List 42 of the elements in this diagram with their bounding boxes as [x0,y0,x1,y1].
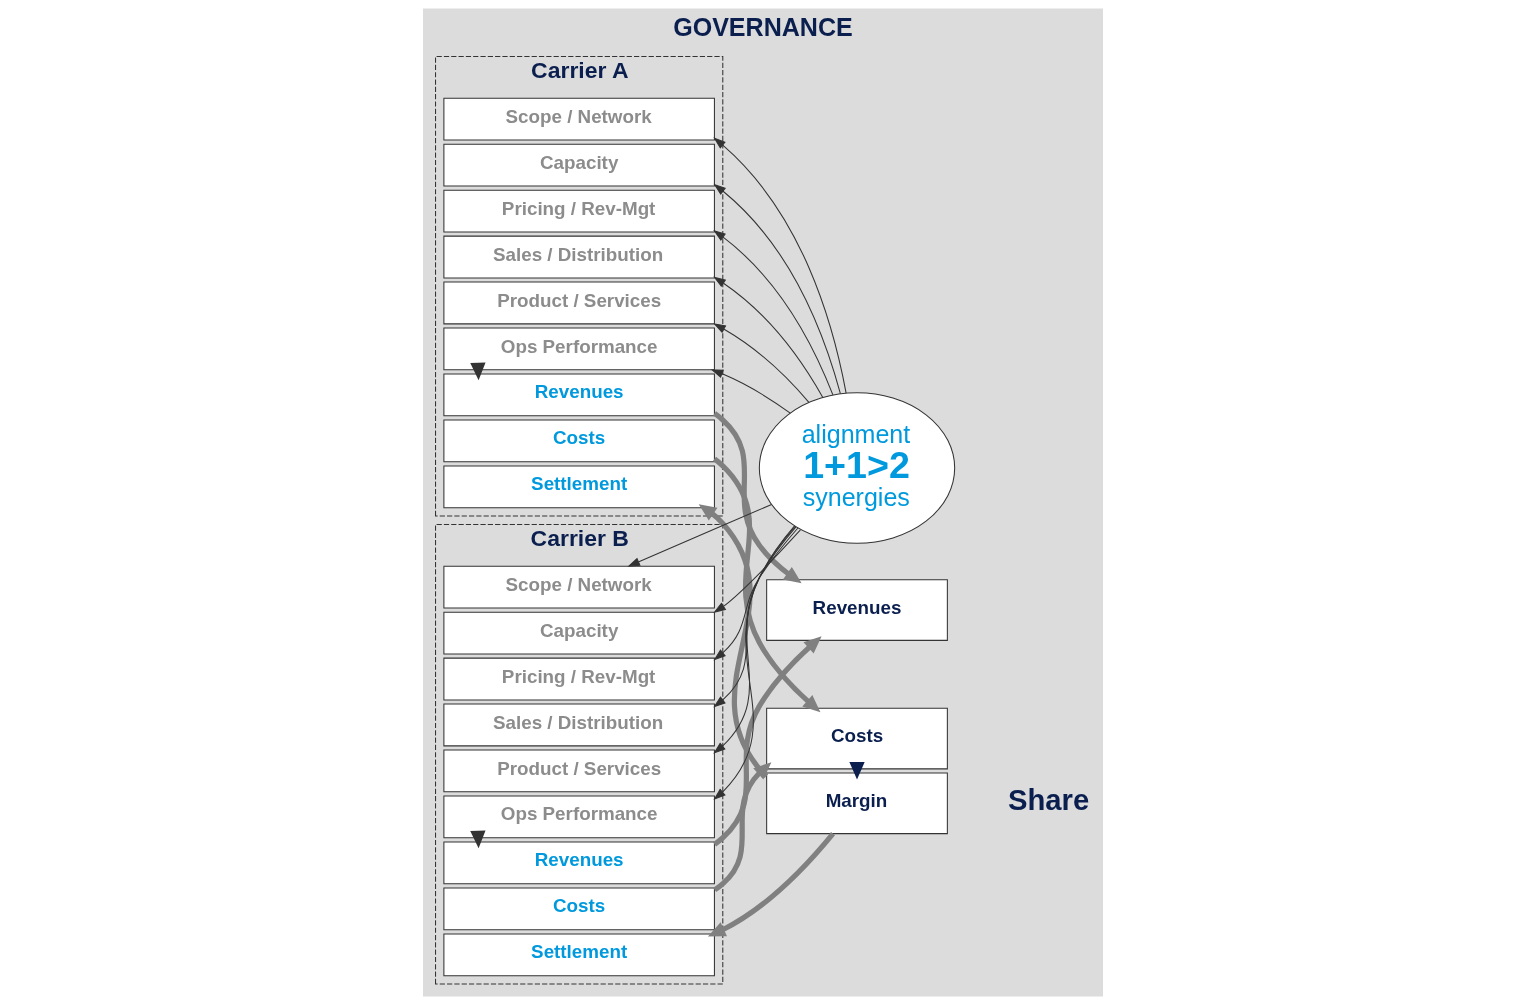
arrow [712,525,795,800]
arrow [712,137,847,394]
node-box: Scope / Network [442,565,715,609]
node-box: Capacity [442,143,715,187]
diagram-title: GOVERNANCE [672,12,853,41]
node-box: Sales / Distribution [442,703,715,747]
arrow [712,527,798,661]
arrow [712,183,841,395]
node-box: Pricing / Rev-Mgt [442,657,715,701]
arrow [626,503,772,567]
node-box: Scope / Network [442,97,715,141]
arrow [848,762,865,780]
node-box: Revenues [765,579,948,641]
arrow [712,526,796,708]
arrow [469,362,486,381]
node-box: Costs [442,887,715,931]
node-box: Product / Services [442,281,715,325]
arrow [712,525,795,754]
node-ellipse: alignment 1+1>2 synergies [758,392,955,544]
label: Share [1007,783,1089,816]
arrow [712,762,771,893]
arrow [469,830,486,849]
node-box: Settlement [442,465,715,509]
node-box: Margin [765,772,948,835]
node-box: Capacity [442,611,715,655]
arrow [712,323,809,403]
arrow [712,411,802,584]
arrow [712,636,822,847]
arrow [712,276,823,398]
node-box: Pricing / Rev-Mgt [442,189,715,233]
arrow [712,229,833,396]
node-box: Revenues [442,373,715,417]
node-box: Revenues [442,841,715,885]
arrow [698,504,768,779]
arrow [712,456,820,713]
arrow [712,529,801,613]
node-box: Product / Services [442,749,715,793]
arrow [710,369,791,414]
node-box: Settlement [442,933,715,977]
arrow [707,831,835,937]
node-box: Costs [442,419,715,463]
node-box: Sales / Distribution [442,235,715,279]
